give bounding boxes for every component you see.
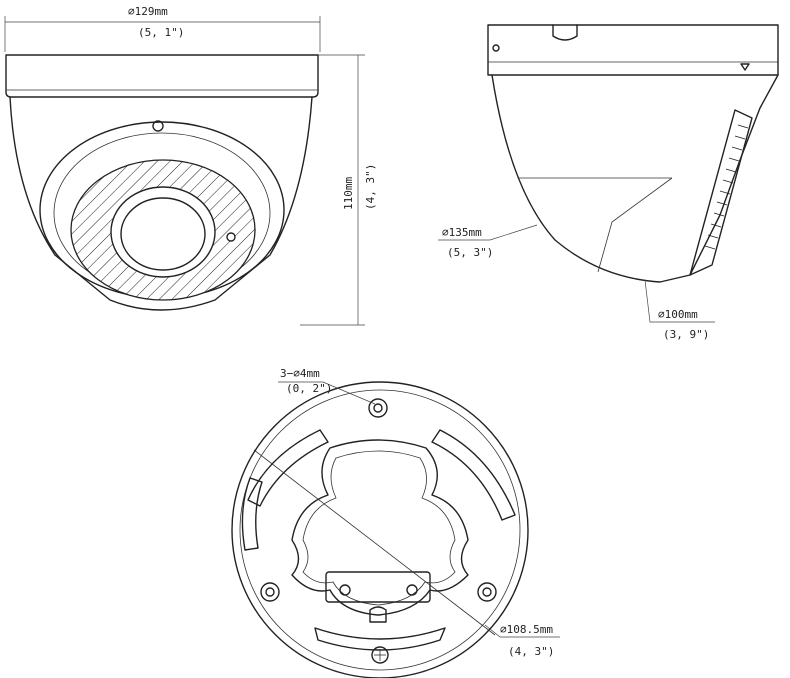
base-center-screw	[371, 646, 389, 664]
base-slot-bottom	[314, 627, 446, 651]
side-base-tab	[552, 24, 578, 41]
side-dome-body	[491, 74, 779, 283]
front-eyeball-top-screw	[152, 120, 164, 132]
side-base-inch-label: (3, 9")	[663, 328, 709, 341]
base-circle-inch-label: (4, 3")	[508, 645, 554, 658]
front-height-dimension: 110mm (4, 3")	[300, 54, 377, 326]
base-circle-dimension: ⌀108.5mm (4, 3")	[484, 623, 560, 658]
base-slot-left	[241, 477, 263, 551]
base-bracket	[325, 571, 431, 603]
front-height-inch-label: (4, 3")	[364, 164, 377, 210]
front-width-dimension: ⌀129mm (5, 1")	[4, 5, 321, 52]
base-outer-circle	[231, 381, 529, 678]
side-base-dimension: ⌀100mm (3, 9")	[644, 279, 715, 341]
side-dome-label: ⌀135mm	[442, 226, 482, 239]
front-lens-inner	[120, 197, 206, 271]
base-circle-label: ⌀108.5mm	[500, 623, 553, 636]
side-eyeball-fins	[689, 109, 753, 276]
base-hole-label: 3−⌀4mm	[280, 367, 320, 380]
side-dome-inch-label: (5, 3")	[447, 246, 493, 259]
side-view: ⌀135mm (5, 3") ⌀100mm (3, 9")	[438, 24, 779, 341]
side-base-label: ⌀100mm	[658, 308, 698, 321]
front-lens-outer	[110, 186, 216, 278]
front-view: ⌀129mm (5, 1") 110mm (4, 3")	[4, 5, 377, 326]
side-arrow-mark	[740, 63, 750, 71]
base-slot-top-left	[247, 429, 329, 507]
base-mount-plate	[291, 439, 469, 616]
base-hole-inch-label: (0, 2")	[286, 382, 332, 395]
front-height-label: 110mm	[342, 177, 355, 210]
side-dome-dimension: ⌀135mm (5, 3")	[438, 224, 538, 259]
front-dome-body	[9, 96, 313, 311]
front-indicator-hole	[226, 232, 236, 242]
base-screw-holes	[260, 398, 497, 602]
base-view: 3−⌀4mm (0, 2") ⌀108.5mm (4, 3")	[231, 367, 560, 678]
side-base-ring	[487, 24, 779, 76]
front-width-label: ⌀129mm	[128, 5, 168, 18]
front-base-ring	[5, 54, 319, 98]
base-slot-top-right	[431, 429, 516, 521]
base-hole-dimension: 3−⌀4mm (0, 2")	[278, 367, 376, 405]
front-width-inch-label: (5, 1")	[138, 26, 184, 39]
